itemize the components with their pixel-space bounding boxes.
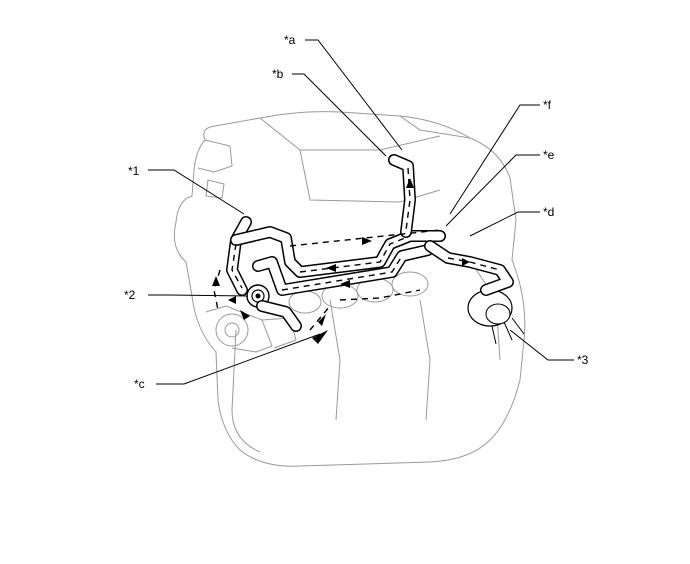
callout-1: *1	[128, 164, 140, 178]
callout-c: *c	[134, 377, 145, 391]
callout-3: *3	[577, 353, 589, 367]
callout-e: *e	[543, 148, 555, 162]
callout-d: *d	[543, 205, 554, 219]
coolant-flow-arrows	[212, 167, 501, 344]
callout-b: *b	[272, 67, 284, 81]
component-3	[467, 289, 525, 345]
callout-a: *a	[284, 33, 296, 47]
leader-lines	[148, 39, 574, 385]
callout-f: *f	[543, 98, 552, 112]
callout-2: *2	[124, 288, 136, 302]
engine-block-outline	[173, 111, 526, 467]
